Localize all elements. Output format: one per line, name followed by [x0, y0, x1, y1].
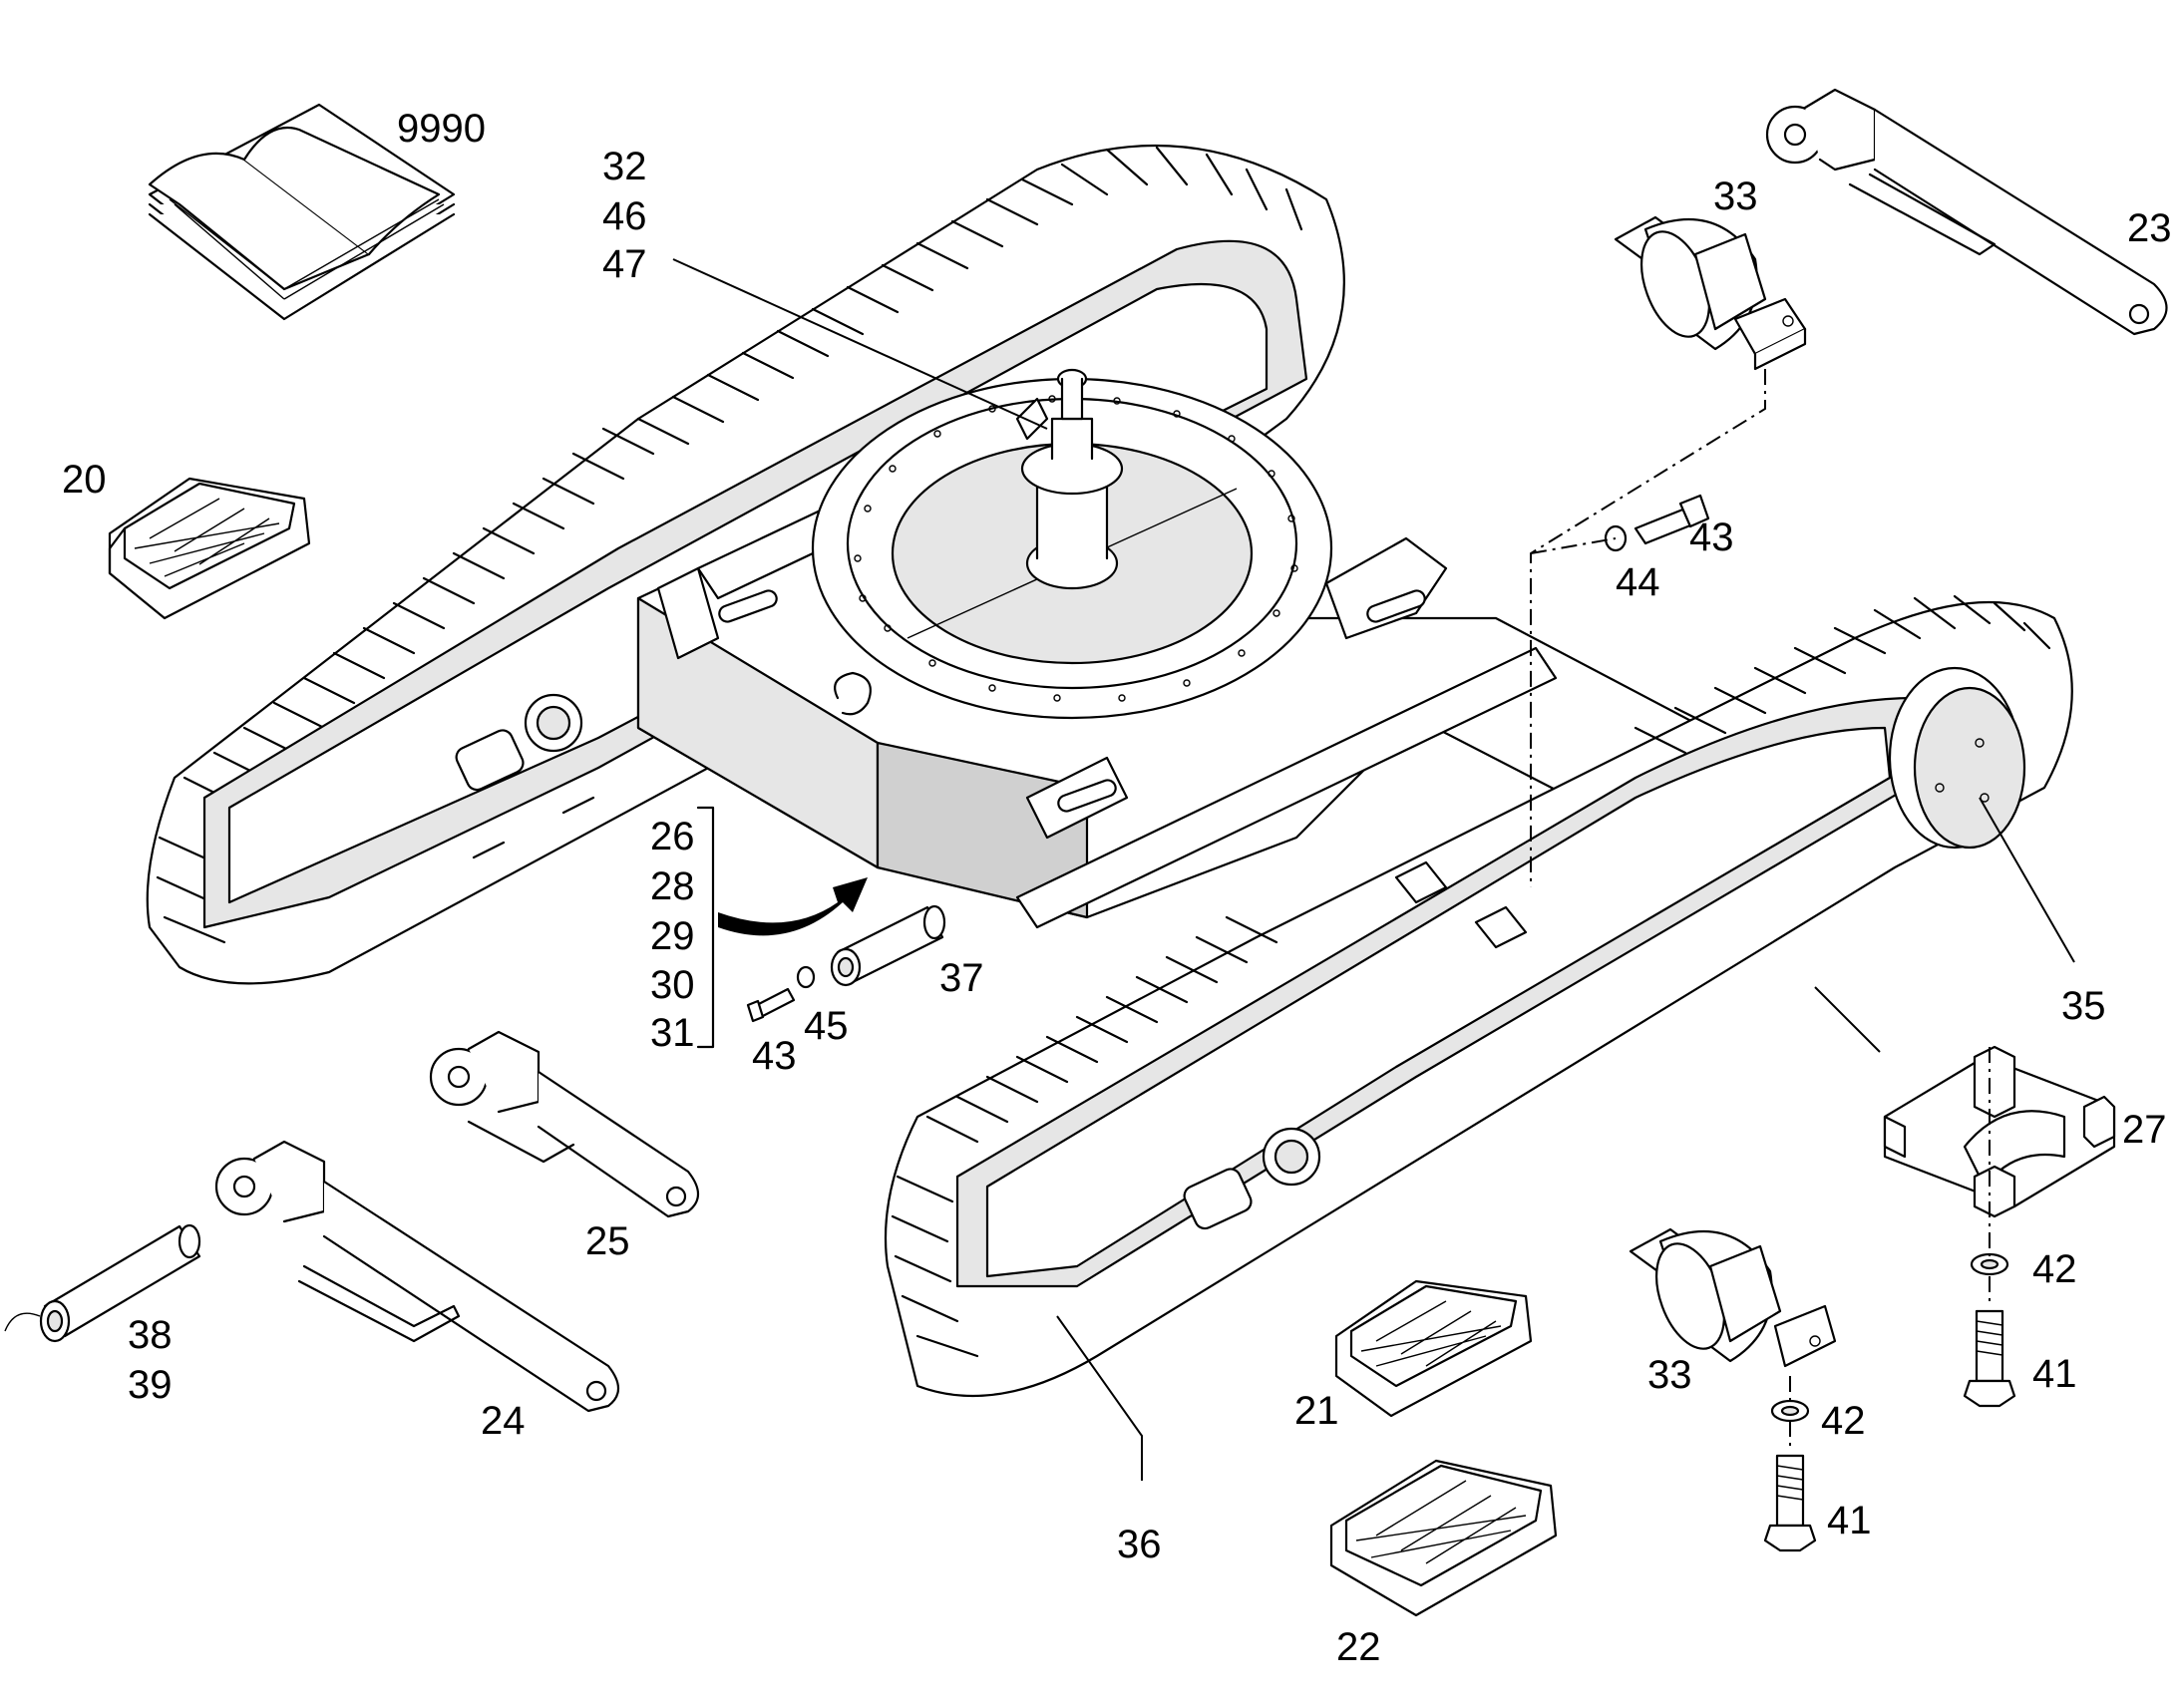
label-21: 21 — [1294, 1389, 1339, 1433]
label-24: 24 — [481, 1399, 526, 1443]
track-pad-middle — [1334, 1279, 1533, 1418]
label-36: 36 — [1117, 1523, 1162, 1566]
link-arm-mid — [429, 1030, 700, 1218]
label-45: 45 — [804, 1004, 849, 1048]
label-37: 37 — [939, 956, 984, 1000]
pin-sleeve — [830, 904, 946, 987]
label-33-lower: 33 — [1647, 1353, 1692, 1397]
label-38: 38 — [128, 1313, 173, 1357]
label-25: 25 — [585, 1219, 630, 1263]
pin-rod — [4, 1223, 201, 1343]
label-42-bracket: 42 — [2032, 1247, 2077, 1291]
bolt-washer-upper — [1604, 494, 1710, 552]
label-32: 32 — [602, 145, 647, 188]
label-30: 30 — [650, 963, 695, 1007]
label-20: 20 — [62, 458, 107, 502]
label-35: 35 — [2061, 984, 2106, 1028]
label-42-roller: 42 — [1821, 1399, 1866, 1443]
label-29: 29 — [650, 914, 695, 958]
leader-lines — [672, 258, 2075, 1481]
label-43-left: 43 — [752, 1034, 797, 1078]
track-pad-upper-left — [108, 477, 311, 620]
label-41-bracket: 41 — [2032, 1352, 2077, 1396]
link-arm-lower — [214, 1140, 620, 1413]
label-44: 44 — [1616, 560, 1660, 604]
rotary-joint — [1015, 368, 1124, 590]
link-arm-upper — [1765, 88, 2168, 336]
part-labels: 9990 32 46 47 33 23 20 43 44 26 28 29 30… — [62, 107, 2172, 1669]
manual-book-icon — [148, 103, 456, 321]
label-46: 46 — [602, 194, 647, 238]
label-26: 26 — [650, 815, 695, 858]
label-39: 39 — [128, 1363, 173, 1407]
label-31: 31 — [650, 1011, 695, 1055]
track-roller-upper — [1614, 215, 1807, 371]
bolt-washer-left — [746, 965, 816, 1023]
label-28: 28 — [650, 864, 695, 908]
label-22: 22 — [1336, 1625, 1381, 1669]
label-47: 47 — [602, 242, 647, 286]
track-pad-lower — [1329, 1459, 1558, 1617]
label-41-roller: 41 — [1827, 1499, 1872, 1542]
bolt-bracket — [1963, 1309, 2016, 1408]
group-bracket — [696, 806, 715, 1049]
direction-arrow-icon — [718, 877, 868, 936]
washer-bracket — [1970, 1252, 2009, 1276]
bolt-roller — [1763, 1454, 1817, 1552]
label-9990: 9990 — [397, 107, 486, 151]
label-23: 23 — [2127, 206, 2172, 250]
label-27: 27 — [2122, 1108, 2167, 1152]
washer-roller — [1770, 1399, 1810, 1423]
label-33-upper: 33 — [1713, 174, 1758, 218]
track-guide-bracket — [1883, 1045, 2116, 1218]
label-43-upper: 43 — [1689, 515, 1734, 559]
right-crawler-track — [884, 594, 2073, 1398]
track-roller-lower — [1629, 1227, 1837, 1368]
